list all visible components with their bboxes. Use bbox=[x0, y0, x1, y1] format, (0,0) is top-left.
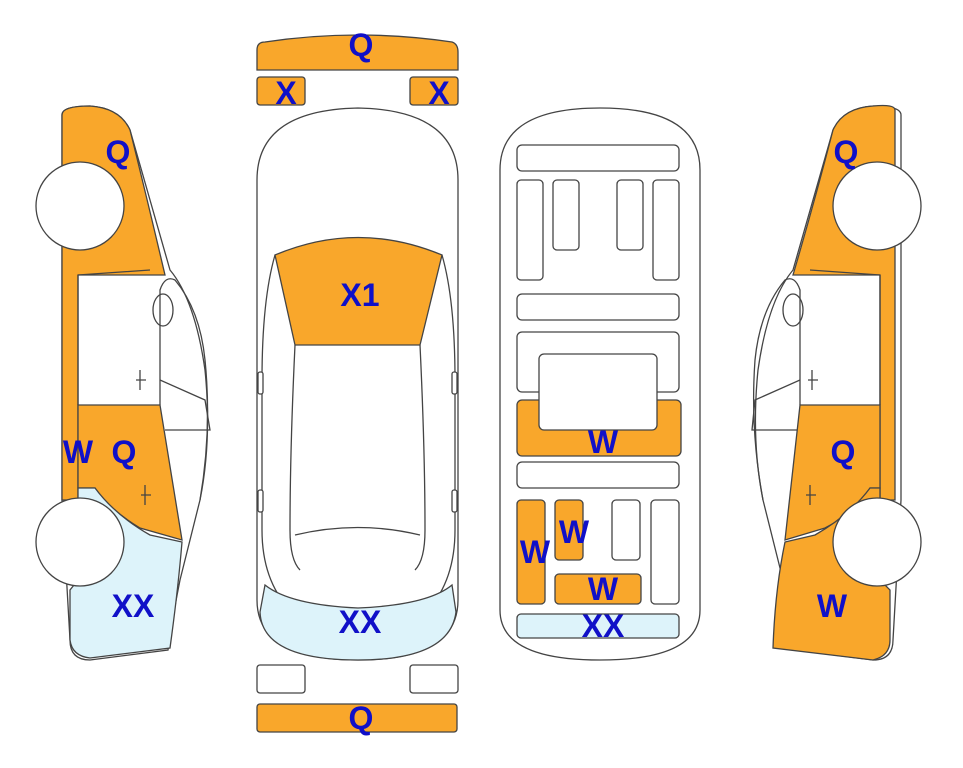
floor-left-rail-panel[interactable] bbox=[516, 499, 546, 605]
rear-bumper-panel[interactable] bbox=[256, 703, 458, 733]
label-left-headlight: X bbox=[275, 75, 297, 111]
rear-window-panel[interactable] bbox=[259, 583, 457, 661]
left-side-view bbox=[35, 105, 211, 661]
front-bumper-panel[interactable] bbox=[256, 34, 459, 71]
floor-rear-panel[interactable] bbox=[516, 613, 680, 639]
label-floor-rear-crossmember: W bbox=[588, 571, 619, 607]
right-headlight-panel[interactable] bbox=[409, 76, 459, 106]
left-headlight-panel[interactable] bbox=[256, 76, 306, 106]
label-rear-bumper: Q bbox=[349, 700, 374, 736]
right-side-view bbox=[751, 104, 922, 661]
underbody-view bbox=[499, 107, 701, 661]
label-right-rear-quarter: W bbox=[817, 588, 848, 624]
floor-rear-crossmember-panel[interactable] bbox=[554, 573, 642, 605]
label-rear-window: XX bbox=[339, 604, 382, 640]
right-rear-wheel bbox=[832, 497, 922, 587]
right-front-wheel bbox=[832, 161, 922, 251]
label-right-front-fender: Q bbox=[834, 134, 859, 170]
right-taillight bbox=[409, 664, 459, 694]
top-view bbox=[256, 34, 459, 733]
floor-small-panel[interactable] bbox=[554, 499, 584, 561]
left-rear-wheel bbox=[35, 497, 125, 587]
left-front-wheel bbox=[35, 161, 125, 251]
label-windshield: X1 bbox=[340, 277, 379, 313]
windshield-panel[interactable] bbox=[274, 236, 443, 346]
label-left-rear-quarter: XX bbox=[112, 588, 155, 624]
label-left-front-fender: Q bbox=[106, 134, 131, 170]
label-left-rear-door: Q bbox=[112, 434, 137, 470]
label-floor-left-rail: W bbox=[520, 534, 551, 570]
label-floor-center-panel: W bbox=[588, 424, 619, 460]
label-right-rear-door: Q bbox=[831, 434, 856, 470]
label-left-side-marker: W bbox=[63, 434, 94, 470]
label-floor-rear-panel: XX bbox=[582, 608, 625, 644]
label-front-bumper: Q bbox=[349, 27, 374, 63]
left-taillight bbox=[256, 664, 306, 694]
label-floor-small-panel: W bbox=[559, 514, 590, 550]
label-right-headlight: X bbox=[428, 75, 450, 111]
